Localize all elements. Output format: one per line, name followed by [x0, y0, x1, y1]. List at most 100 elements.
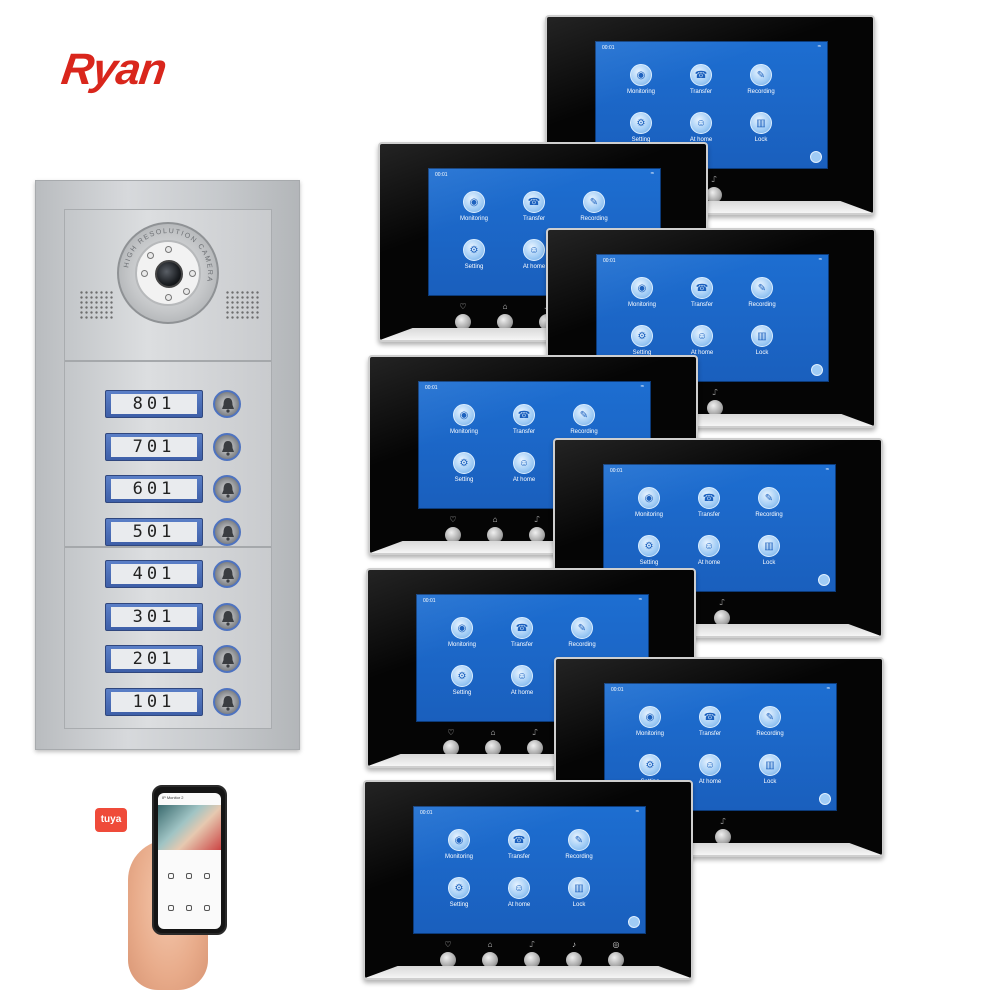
camera-module: HIGH RESOLUTION CAMERA [117, 222, 219, 324]
menu-tile[interactable]: ☎Transfer [680, 706, 740, 737]
menu-tile[interactable]: ◉Monitoring [620, 706, 680, 737]
menu-tile[interactable]: ⚙Setting [612, 325, 672, 356]
menu-tile[interactable]: ✎Recording [564, 191, 624, 222]
monitor-screen: 00:01≈◉Monitoring☎Transfer✎Recording⚙Set… [603, 464, 836, 592]
menu-tile-label: Monitoring [447, 642, 476, 648]
menu-tile[interactable]: ✎Recording [739, 487, 799, 518]
hardware-button[interactable] [440, 952, 456, 968]
hardware-button[interactable] [527, 740, 543, 756]
menu-tile[interactable]: ✎Recording [552, 617, 612, 648]
call-button[interactable] [213, 390, 241, 418]
menu-tile[interactable]: ☺At home [504, 239, 564, 270]
menu-tile[interactable]: ▥Lock [740, 754, 800, 785]
phone-photo-icon[interactable] [168, 873, 174, 879]
hardware-button[interactable] [714, 610, 730, 626]
phone-mic-icon[interactable] [186, 873, 192, 879]
menu-tile[interactable]: ◉Monitoring [434, 404, 494, 435]
menu-tile[interactable]: ⚙Setting [432, 665, 492, 696]
call-button[interactable] [213, 602, 241, 631]
apartment-number: 601 [111, 479, 197, 499]
call-button[interactable] [213, 645, 241, 673]
wifi-icon: ≈ [825, 467, 829, 473]
menu-tile[interactable]: ⚙Setting [611, 112, 671, 143]
menu-tile[interactable]: ▥Lock [732, 325, 792, 356]
back-icon[interactable] [819, 793, 831, 805]
phone-record-icon[interactable] [204, 873, 210, 879]
gear-icon: ⚙ [451, 665, 473, 687]
button-symbol-icon: ♡ [459, 302, 467, 311]
monitor-screen: 00:01≈◉Monitoring☎Transfer✎Recording⚙Set… [596, 254, 829, 382]
hardware-button[interactable] [715, 829, 731, 845]
menu-tile[interactable]: ☺At home [494, 452, 554, 483]
menu-tile[interactable]: ✎Recording [740, 706, 800, 737]
menu-tile[interactable]: ☎Transfer [492, 617, 552, 648]
hardware-button[interactable] [445, 527, 461, 543]
apartment-number: 101 [111, 691, 197, 712]
menu-tile[interactable]: ◉Monitoring [611, 64, 671, 95]
menu-tile[interactable]: ☺At home [489, 877, 549, 908]
phone-unlock-icon[interactable] [168, 905, 174, 911]
phone-hangup-icon[interactable] [186, 905, 192, 911]
menu-tile[interactable]: ☺At home [671, 112, 731, 143]
hardware-button[interactable] [707, 400, 723, 416]
menu-tile[interactable]: ▥Lock [549, 877, 609, 908]
hardware-button[interactable] [485, 740, 501, 756]
apartment-number: 701 [111, 436, 197, 457]
hardware-button[interactable] [566, 952, 582, 968]
phone-settings-icon[interactable] [204, 905, 210, 911]
menu-tile[interactable]: ▥Lock [731, 112, 791, 143]
menu-tile[interactable]: ◉Monitoring [619, 487, 679, 518]
person-icon: ☺ [523, 239, 545, 261]
call-button[interactable] [213, 475, 241, 503]
person-icon: ☺ [508, 877, 530, 899]
phone-app-title: IP Monitor 2 [162, 795, 184, 800]
button-symbol-icon: ♡ [447, 728, 455, 737]
back-icon[interactable] [810, 151, 822, 163]
menu-tile[interactable]: ☎Transfer [671, 64, 731, 95]
menu-tile[interactable]: ☎Transfer [672, 277, 732, 308]
menu-tile[interactable]: ✎Recording [549, 829, 609, 860]
menu-tile[interactable]: ✎Recording [554, 404, 614, 435]
person-icon: ☺ [513, 452, 535, 474]
call-button[interactable] [213, 687, 241, 716]
hardware-button[interactable] [487, 527, 503, 543]
menu-tile[interactable]: ◉Monitoring [429, 829, 489, 860]
menu-tile-label: Transfer [690, 302, 714, 308]
menu-tile[interactable]: ✎Recording [732, 277, 792, 308]
menu-tile[interactable]: ☎Transfer [504, 191, 564, 222]
menu-tile-label: Recording [747, 89, 775, 95]
call-button[interactable] [213, 560, 241, 588]
menu-tile[interactable]: ☺At home [680, 754, 740, 785]
hardware-button[interactable] [706, 187, 722, 203]
camera-icon: ◉ [631, 277, 653, 299]
menu-tile[interactable]: ⚙Setting [619, 535, 679, 566]
back-icon[interactable] [811, 364, 823, 376]
hardware-button[interactable] [524, 952, 540, 968]
hardware-button[interactable] [497, 314, 513, 330]
menu-tile[interactable]: ⚙Setting [434, 452, 494, 483]
menu-tile[interactable]: ☺At home [492, 665, 552, 696]
menu-tile[interactable]: ▥Lock [739, 535, 799, 566]
menu-tile[interactable]: ✎Recording [731, 64, 791, 95]
menu-tile[interactable]: ◉Monitoring [612, 277, 672, 308]
hardware-button[interactable] [529, 527, 545, 543]
hardware-button[interactable] [482, 952, 498, 968]
bell-icon [222, 440, 234, 456]
menu-tile[interactable]: ⚙Setting [444, 239, 504, 270]
menu-tile[interactable]: ⚙Setting [429, 877, 489, 908]
menu-tile[interactable]: ◉Monitoring [432, 617, 492, 648]
menu-tile[interactable]: ☎Transfer [489, 829, 549, 860]
menu-tile[interactable]: ◉Monitoring [444, 191, 504, 222]
menu-tile[interactable]: ☎Transfer [494, 404, 554, 435]
hardware-button[interactable] [608, 952, 624, 968]
menu-tile[interactable]: ☺At home [679, 535, 739, 566]
hardware-button[interactable] [443, 740, 459, 756]
call-button[interactable] [213, 432, 241, 461]
hardware-button[interactable] [455, 314, 471, 330]
call-button[interactable] [213, 517, 241, 546]
menu-tile[interactable]: ☎Transfer [679, 487, 739, 518]
menu-tile[interactable]: ☺At home [672, 325, 732, 356]
edit-icon: ✎ [583, 191, 605, 213]
back-icon[interactable] [628, 916, 640, 928]
back-icon[interactable] [818, 574, 830, 586]
